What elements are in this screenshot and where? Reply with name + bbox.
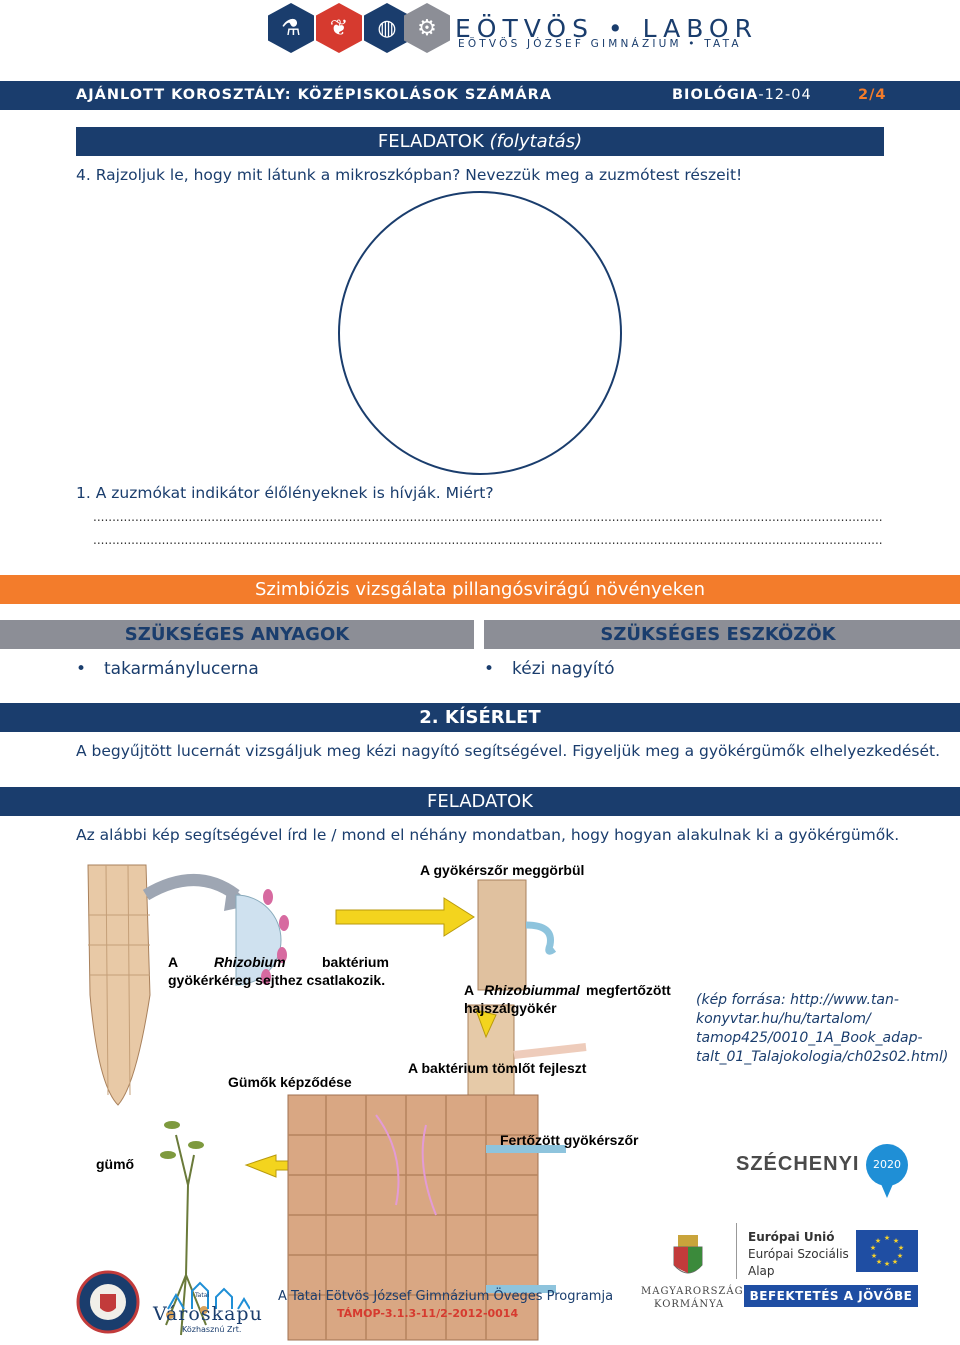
section-tasks-cont: FELADATOK (folytatás) [76, 127, 884, 156]
label-infected-b: Rhizobiummal [484, 982, 581, 998]
eu-line-1: Európai Unió [748, 1230, 835, 1244]
label-attach-a: A [168, 954, 178, 970]
answer-line-1[interactable]: ........................................… [93, 510, 883, 524]
task-4: 4. Rajzoljuk le, hogy mit látunk a mikro… [76, 166, 743, 184]
audience-label: AJÁNLOTT KOROSZTÁLY: KÖZÉPISKOLÁSOK SZÁM… [76, 87, 553, 103]
label-infected-a: A [464, 982, 474, 998]
svg-text:★: ★ [876, 1258, 882, 1266]
divider [736, 1223, 737, 1279]
rhizobium-figure: A gyökérszőr meggörbül A Rhizobium bakté… [87, 862, 671, 1341]
materials-header: SZÜKSÉGES ANYAGOK [0, 620, 474, 649]
tools-header: SZÜKSÉGES ESZKÖZÖK [484, 620, 960, 649]
gov-line-2: KORMÁNYA [654, 1299, 725, 1310]
label-infected-c: megfertőzött [586, 982, 671, 998]
label-attach-b: Rhizobium [214, 954, 286, 970]
flask-icon: ⚗ [268, 3, 314, 53]
label-attach-c: baktérium [322, 954, 389, 970]
label-infected-2: hajszálgyökér [464, 1000, 557, 1016]
label-attach-2: gyökérkéreg sejthez csatlakozik. [168, 972, 385, 988]
label-bent: A gyökérszőr meggörbül [420, 862, 584, 878]
gear-icon: ⚙ [404, 3, 450, 53]
label-nodules: Gümők képződése [228, 1074, 352, 1090]
svg-text:★: ★ [893, 1237, 899, 1245]
gov-line-1: MAGYARORSZÁG [641, 1286, 744, 1297]
varoskapu-logo: Városkapu [153, 1303, 263, 1325]
hungary-coat-of-arms-icon [673, 1235, 703, 1274]
tasks-text: Az alábbi kép segítségével írd le / mond… [76, 826, 900, 844]
drawing-circle[interactable] [336, 190, 626, 480]
leaf-icon: ❦ [316, 3, 362, 53]
task-1: 1. A zuzmókat indikátor élőlényeknek is … [76, 484, 494, 502]
eu-flag-icon: ★★★★★★ ★★★★ [856, 1230, 918, 1272]
subject-label: BIOLÓGIA-12-04 [672, 87, 812, 103]
svg-text:★: ★ [897, 1252, 903, 1260]
page-number: 2/4 [858, 87, 887, 103]
label-infected-root: Fertőzött gyökérszőr [500, 1132, 639, 1148]
footer-program: A Tatai Eötvös József Gimnázium Öveges P… [278, 1289, 614, 1304]
eu-line-3: Alap [748, 1264, 775, 1278]
svg-text:★: ★ [870, 1244, 876, 1252]
logo-title: EÖTVÖS • LABOR [455, 14, 758, 43]
footer-code: TÁMOP-3.1.3-11/2-2012-0014 [337, 1307, 519, 1320]
experiment-2-header: 2. KÍSÉRLET [0, 703, 960, 732]
svg-text:★: ★ [884, 1260, 890, 1268]
invest-banner: BEFEKTETÉS A JÖVŐBE [744, 1285, 918, 1307]
globe-icon: ◍ [364, 3, 410, 53]
szechenyi-text: SZÉCHENYI [736, 1153, 860, 1175]
answer-line-2[interactable]: ........................................… [93, 533, 883, 547]
svg-text:★: ★ [892, 1258, 898, 1266]
szechenyi-2020-badge: 2020 [866, 1144, 908, 1186]
svg-text:★: ★ [898, 1244, 904, 1252]
svg-text:★: ★ [875, 1237, 881, 1245]
pin-icon [881, 1184, 893, 1198]
school-seal-icon [76, 1270, 140, 1334]
material-item: takarmánylucerna [76, 659, 259, 679]
label-tube: A baktérium tömlőt fejleszt [408, 1060, 587, 1076]
header-bar: AJÁNLOTT KOROSZTÁLY: KÖZÉPISKOLÁSOK SZÁM… [0, 81, 960, 110]
varoskapu-sub: Közhasznú Zrt. [182, 1325, 242, 1334]
experiment-2-text: A begyűjtött lucernát vizsgáljuk meg kéz… [76, 742, 941, 760]
varoskapu-skyline-icon [167, 1281, 250, 1310]
varoskapu-top: Tatai [195, 1292, 210, 1299]
logo-subtitle: EÖTVÖS JÓZSEF GIMNÁZIUM • TATA [458, 38, 742, 50]
eu-line-2: Európai Szociális [748, 1247, 849, 1261]
svg-text:★: ★ [884, 1234, 890, 1242]
image-source-caption: (kép forrása: http://www.tan-konyvtar.hu… [696, 992, 949, 1065]
svg-text:★: ★ [871, 1252, 877, 1260]
tool-item: kézi nagyító [484, 659, 614, 679]
experiment-title: Szimbiózis vizsgálata pillangósvirágú nö… [0, 575, 960, 604]
tasks-header: FELADATOK [0, 787, 960, 816]
label-nodule: gümő [96, 1156, 134, 1172]
